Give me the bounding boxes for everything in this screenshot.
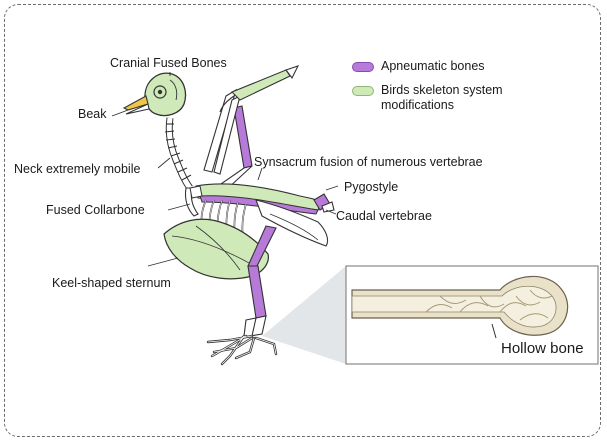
trabecular-struts xyxy=(425,289,553,321)
label-synsacrum: Synsacrum fusion of numerous vertebrae xyxy=(254,155,483,169)
feet xyxy=(206,334,278,366)
legend-label-apneumatic: Apneumatic bones xyxy=(381,59,485,73)
neck-vertebrae xyxy=(164,117,193,191)
label-beak: Beak xyxy=(78,107,107,121)
label-fused-collarbone: Fused Collarbone xyxy=(46,203,145,217)
wing xyxy=(203,65,300,191)
label-keel-sternum: Keel-shaped sternum xyxy=(52,276,171,290)
keel-sternum xyxy=(163,218,269,280)
beak xyxy=(122,95,150,115)
feet-inner xyxy=(207,335,277,365)
leader-lines xyxy=(111,72,339,267)
legend-swatch-apneumatic xyxy=(352,62,374,72)
pelvis xyxy=(255,199,329,247)
zoom-beam xyxy=(262,266,346,364)
hollow-bone xyxy=(351,275,569,339)
legend-swatch-modifications xyxy=(352,86,374,96)
label-neck: Neck extremely mobile xyxy=(14,162,141,176)
leg xyxy=(243,225,277,337)
pygostyle xyxy=(313,193,335,213)
skull xyxy=(144,72,187,117)
legend-label-modifications: Birds skeleton system modifications xyxy=(381,83,503,112)
label-hollow-bone: Hollow bone xyxy=(501,340,584,357)
furcula xyxy=(184,185,203,217)
diagram-frame xyxy=(4,4,601,437)
label-caudal-vertebrae: Caudal vertebrae xyxy=(336,209,432,223)
label-cranial-fused-bones: Cranial Fused Bones xyxy=(110,56,227,70)
label-pygostyle: Pygostyle xyxy=(344,180,399,194)
